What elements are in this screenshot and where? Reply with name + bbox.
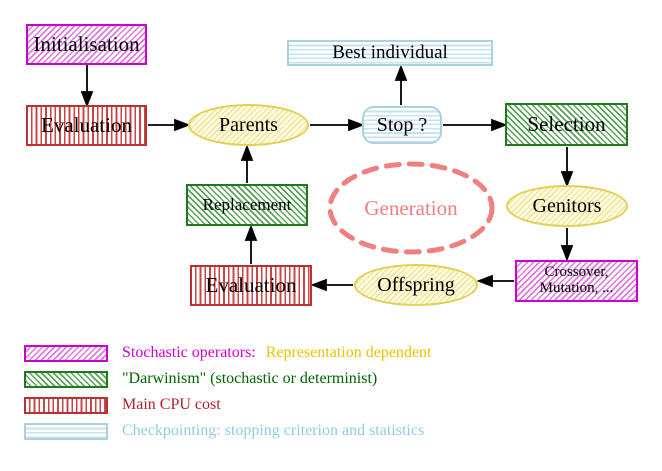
arrowhead-initialisation-evaluation <box>80 91 94 108</box>
node-offspring: Offspring <box>354 264 478 306</box>
legend-swatch-cyan-stripes <box>24 422 108 440</box>
legend-row-darwinism: "Darwinism" (stochastic or determinist) <box>24 370 377 388</box>
node-stop: Stop ? <box>362 106 442 144</box>
node-evaluation-bottom-label: Evaluation <box>205 273 297 298</box>
legend-swatch-green-hatch <box>24 370 108 388</box>
legend-swatch-red-stripes <box>24 396 108 414</box>
node-evaluation-top: Evaluation <box>26 105 147 146</box>
legend-row-main-cpu-cost: Main CPU cost <box>24 396 221 414</box>
legend-row-stochastic-operators: Stochastic operators: Representation dep… <box>24 344 431 362</box>
node-genitors-label: Genitors <box>532 194 602 217</box>
legend-label-checkpointing: Checkpointing: stopping criterion and st… <box>122 422 425 439</box>
node-selection: Selection <box>505 103 628 146</box>
arrowhead-evaluation-replacement <box>244 224 258 241</box>
arrowhead-stop-selection <box>491 118 508 132</box>
arrowhead-parents-stop <box>348 118 365 132</box>
node-best-individual: Best individual <box>287 40 493 66</box>
node-stop-label: Stop ? <box>376 113 428 136</box>
node-replacement-label: Replacement <box>202 195 292 215</box>
node-crossover-label-line1: Crossover, <box>544 264 609 281</box>
node-best-individual-label: Best individual <box>332 42 448 64</box>
generation-dashed-ellipse <box>327 161 495 255</box>
node-offspring-label: Offspring <box>377 273 455 296</box>
legend-row-checkpointing: Checkpointing: stopping criterion and st… <box>24 422 424 440</box>
node-crossover-label-line2: Mutation, ... <box>539 280 614 296</box>
arrowhead-evaluation-parents <box>174 118 191 132</box>
legend-label-representation-dependent: Representation dependent <box>265 344 432 361</box>
generation-label: Generation <box>336 196 486 221</box>
node-parents-label: Parents <box>219 113 278 136</box>
arrowhead-replacement-parents <box>240 144 254 161</box>
arrowhead-offspring-evaluation <box>310 278 327 292</box>
node-crossover-mutation: Crossover, Mutation, ... <box>515 260 638 302</box>
legend-swatch-magenta-hatch <box>24 344 108 362</box>
node-initialisation-label: Initialisation <box>33 32 140 57</box>
legend-label-darwinism: "Darwinism" (stochastic or determinist) <box>122 370 378 387</box>
arrowhead-crossover-offspring <box>476 274 493 288</box>
arrowhead-genitors-crossover <box>560 245 574 262</box>
arrowhead-selection-genitors <box>560 171 574 188</box>
node-replacement: Replacement <box>186 184 308 226</box>
node-evaluation-top-label: Evaluation <box>41 113 132 138</box>
arrowhead-stop-best-individual <box>394 64 408 81</box>
node-evaluation-bottom: Evaluation <box>190 265 312 306</box>
legend-label-main-cpu-cost: Main CPU cost <box>122 396 221 413</box>
node-selection-label: Selection <box>527 112 606 137</box>
node-genitors: Genitors <box>506 185 628 227</box>
legend-label-stochastic-operators: Stochastic operators: <box>122 344 256 361</box>
generation-label-text: Generation <box>364 196 458 220</box>
node-parents: Parents <box>188 104 309 146</box>
node-initialisation: Initialisation <box>26 24 147 65</box>
